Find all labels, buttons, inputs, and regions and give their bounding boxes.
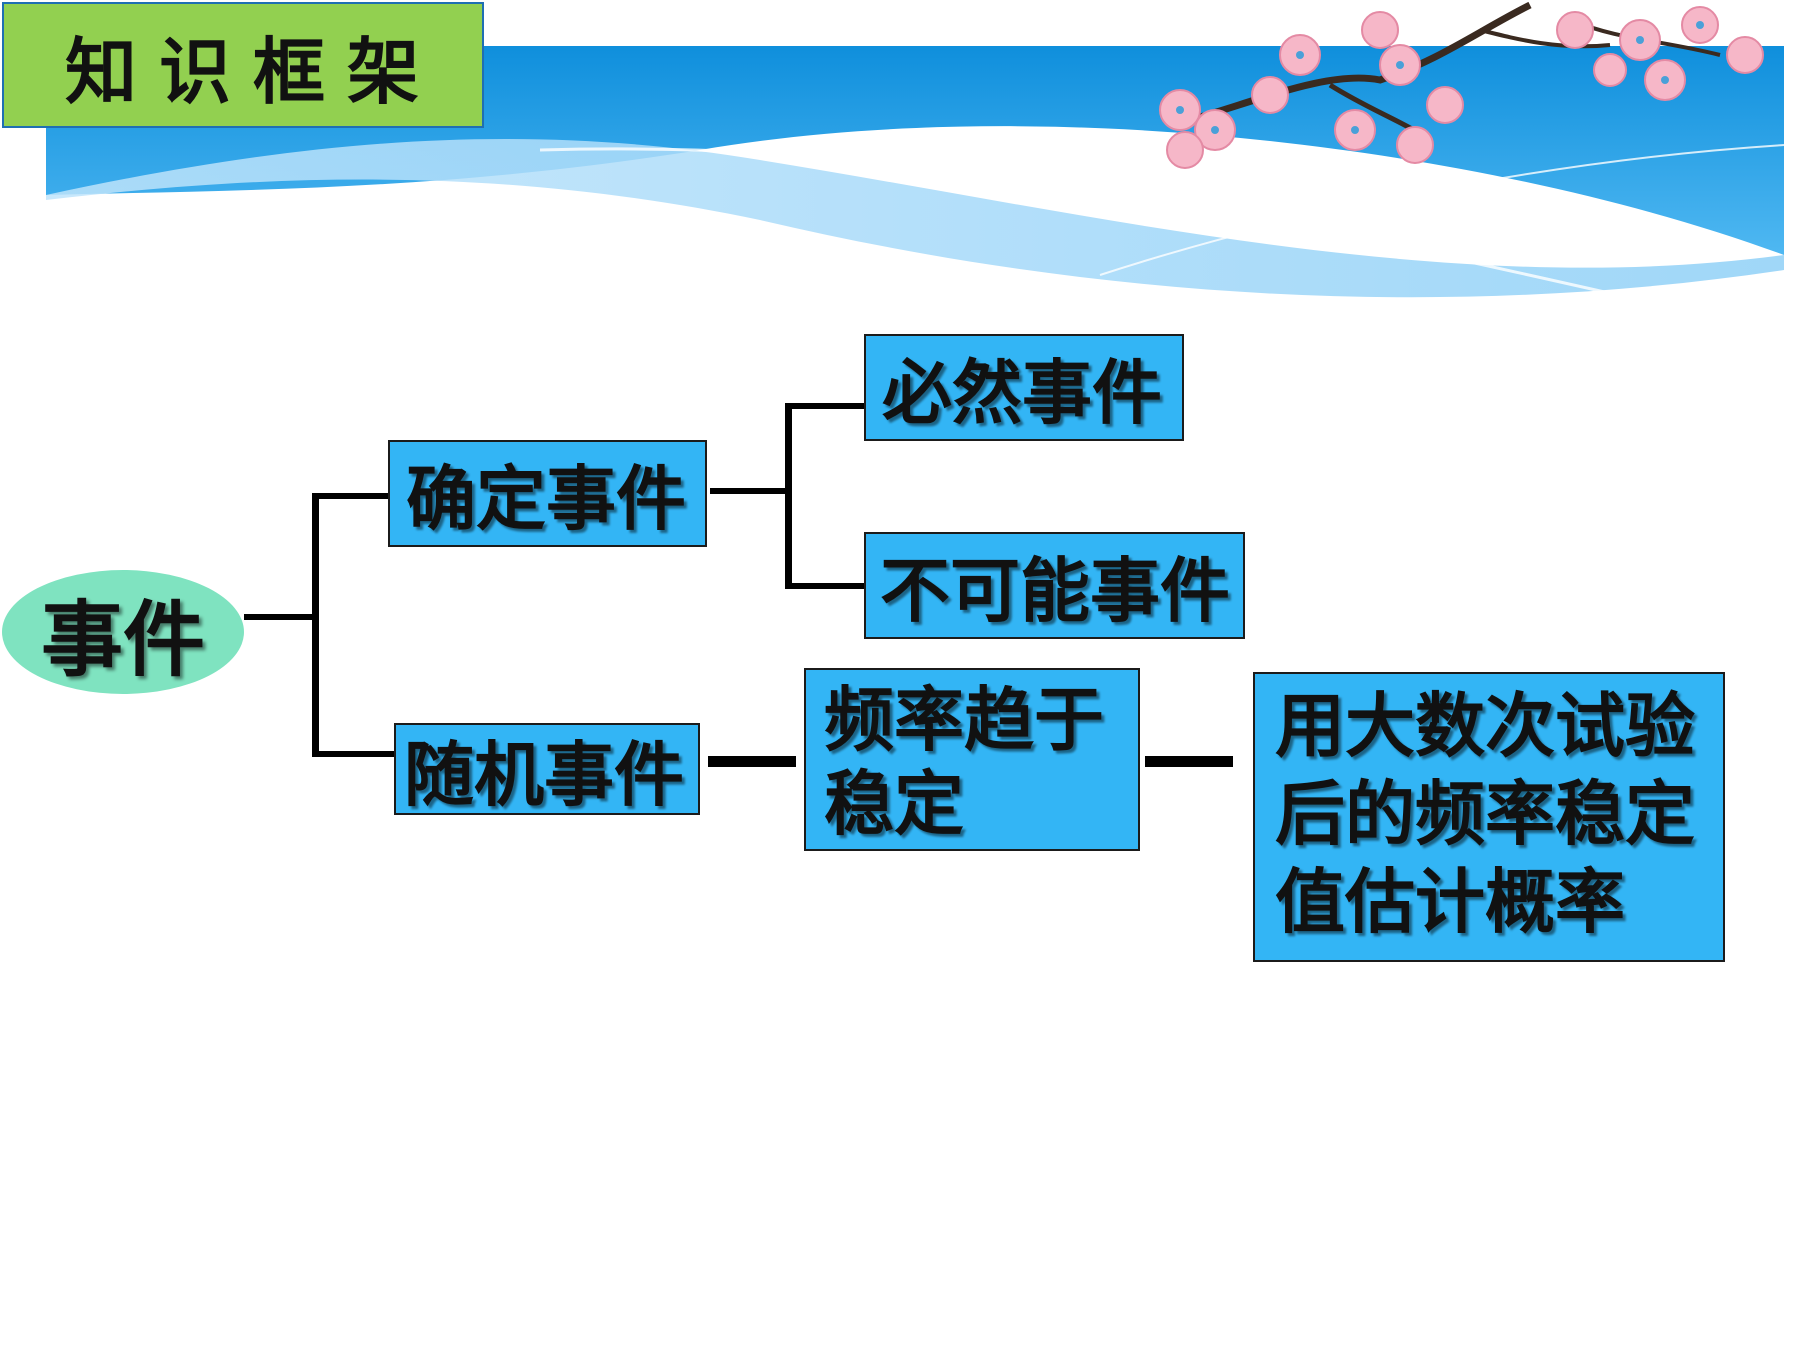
node-impossible-event: 不可能事件 (864, 532, 1245, 639)
connector-to-impossible (785, 583, 865, 589)
node-estimate-probability: 用大数次试验 后的频率稳定 值估计概率 (1253, 672, 1725, 962)
root-node-event: 事件 (2, 570, 244, 694)
connector-to-certain (312, 493, 390, 499)
connector-to-inevitable (785, 403, 865, 409)
node-frequency-stable-label: 频率趋于 稳定 (824, 679, 1104, 845)
node-certain-event-label: 确定事件 (406, 458, 686, 540)
connector-frequency-to-estimate (1145, 756, 1233, 767)
connector-certain-out (710, 488, 790, 494)
connector-root (244, 614, 314, 620)
node-inevitable-event-label: 必然事件 (882, 352, 1162, 434)
node-impossible-event-label: 不可能事件 (880, 550, 1230, 632)
node-certain-event: 确定事件 (388, 440, 707, 547)
connector-root-vertical (312, 493, 319, 757)
connector-random-to-frequency (708, 756, 796, 767)
node-random-event: 随机事件 (394, 723, 700, 816)
root-node-label: 事件 (40, 592, 205, 688)
node-inevitable-event: 必然事件 (864, 334, 1184, 441)
title-box: 知识框架 (2, 2, 484, 128)
node-frequency-stable: 频率趋于 稳定 (804, 668, 1140, 851)
node-estimate-probability-label: 用大数次试验 后的频率稳定 值估计概率 (1275, 685, 1695, 943)
connector-certain-vertical (785, 403, 792, 589)
blossom-branch-icon (1159, 1, 1764, 169)
node-random-event-label: 随机事件 (404, 733, 684, 816)
connector-to-random (312, 751, 396, 757)
page-title: 知识框架 (64, 28, 441, 114)
